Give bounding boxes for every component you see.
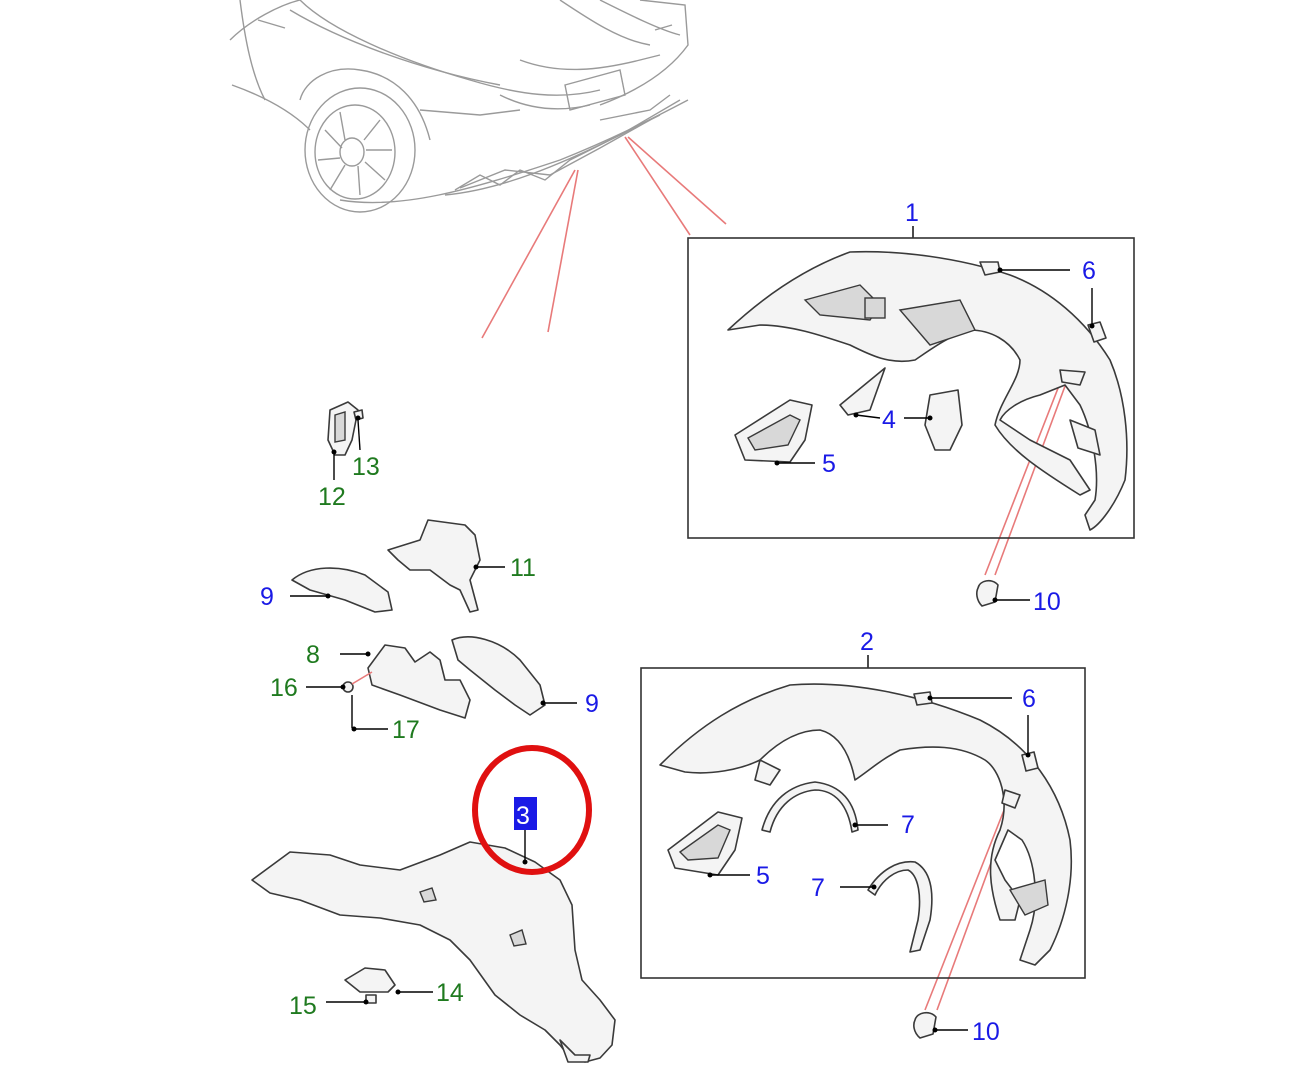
callout-8[interactable]: 8	[306, 641, 320, 669]
callout-10-a[interactable]: 10	[1033, 588, 1061, 616]
callout-9-a[interactable]: 9	[260, 583, 274, 611]
callout-3[interactable]: 3	[516, 802, 530, 830]
clip-part-6-b	[1087, 288, 1107, 343]
callout-11[interactable]: 11	[510, 554, 536, 582]
assembly-box-2	[640, 655, 1086, 979]
fastener-part-13	[353, 409, 364, 451]
bolt-part-17	[351, 695, 388, 732]
callout-7-a[interactable]: 7	[901, 811, 915, 839]
clip-part-6-a	[979, 261, 1070, 276]
callout-16[interactable]: 16	[270, 674, 298, 702]
callout-5-b[interactable]: 5	[756, 862, 770, 890]
exhaust-finisher-part-5-b	[667, 811, 750, 878]
bracket-part-9-b	[451, 636, 577, 716]
grommet-part-10-b	[913, 1011, 968, 1039]
callout-6-a[interactable]: 6	[1082, 257, 1096, 285]
trim-part-7-b	[840, 861, 933, 953]
bolt-part-15	[326, 994, 377, 1005]
callout-12[interactable]: 12	[318, 483, 346, 511]
car-rear-illustration	[229, 0, 689, 213]
fastener-part-16	[306, 671, 373, 693]
undertray-part-3	[251, 830, 616, 1063]
bracket-part-14	[344, 967, 433, 995]
grommet-part-10-a	[976, 579, 1030, 607]
trim-part-7-a	[761, 781, 888, 833]
bracket-part-12	[327, 401, 359, 480]
exhaust-finisher-part-5-a	[734, 399, 815, 466]
callout-13[interactable]: 13	[352, 453, 380, 481]
bracket-part-9-a	[290, 567, 393, 613]
callout-17[interactable]: 17	[392, 716, 420, 744]
assembly-box-1	[687, 226, 1135, 539]
highlight-circle	[472, 745, 592, 875]
highlight-box	[514, 797, 537, 830]
callout-6-b[interactable]: 6	[1022, 685, 1036, 713]
clip-part-6-c	[913, 691, 1012, 706]
callout-10-b[interactable]: 10	[972, 1018, 1000, 1046]
callout-labels: 1 6 4 5 10 2 6 7 5 7 10 9 9 13 12 11 8 1…	[260, 199, 1096, 1046]
callout-15[interactable]: 15	[289, 992, 317, 1020]
callout-9-b[interactable]: 9	[585, 690, 599, 718]
heat-shield-part-11	[387, 519, 505, 613]
callout-7-b[interactable]: 7	[811, 874, 825, 902]
callout-4[interactable]: 4	[882, 406, 896, 434]
bracket-part-8	[340, 644, 471, 719]
callout-1[interactable]: 1	[905, 199, 919, 227]
callout-5-a[interactable]: 5	[822, 450, 836, 478]
callout-2[interactable]: 2	[860, 628, 874, 656]
rear-bumper-cover-1	[727, 250, 1128, 531]
bracket-part-4	[839, 367, 963, 451]
clip-part-6-d	[1021, 715, 1039, 772]
callout-14[interactable]: 14	[436, 979, 464, 1007]
